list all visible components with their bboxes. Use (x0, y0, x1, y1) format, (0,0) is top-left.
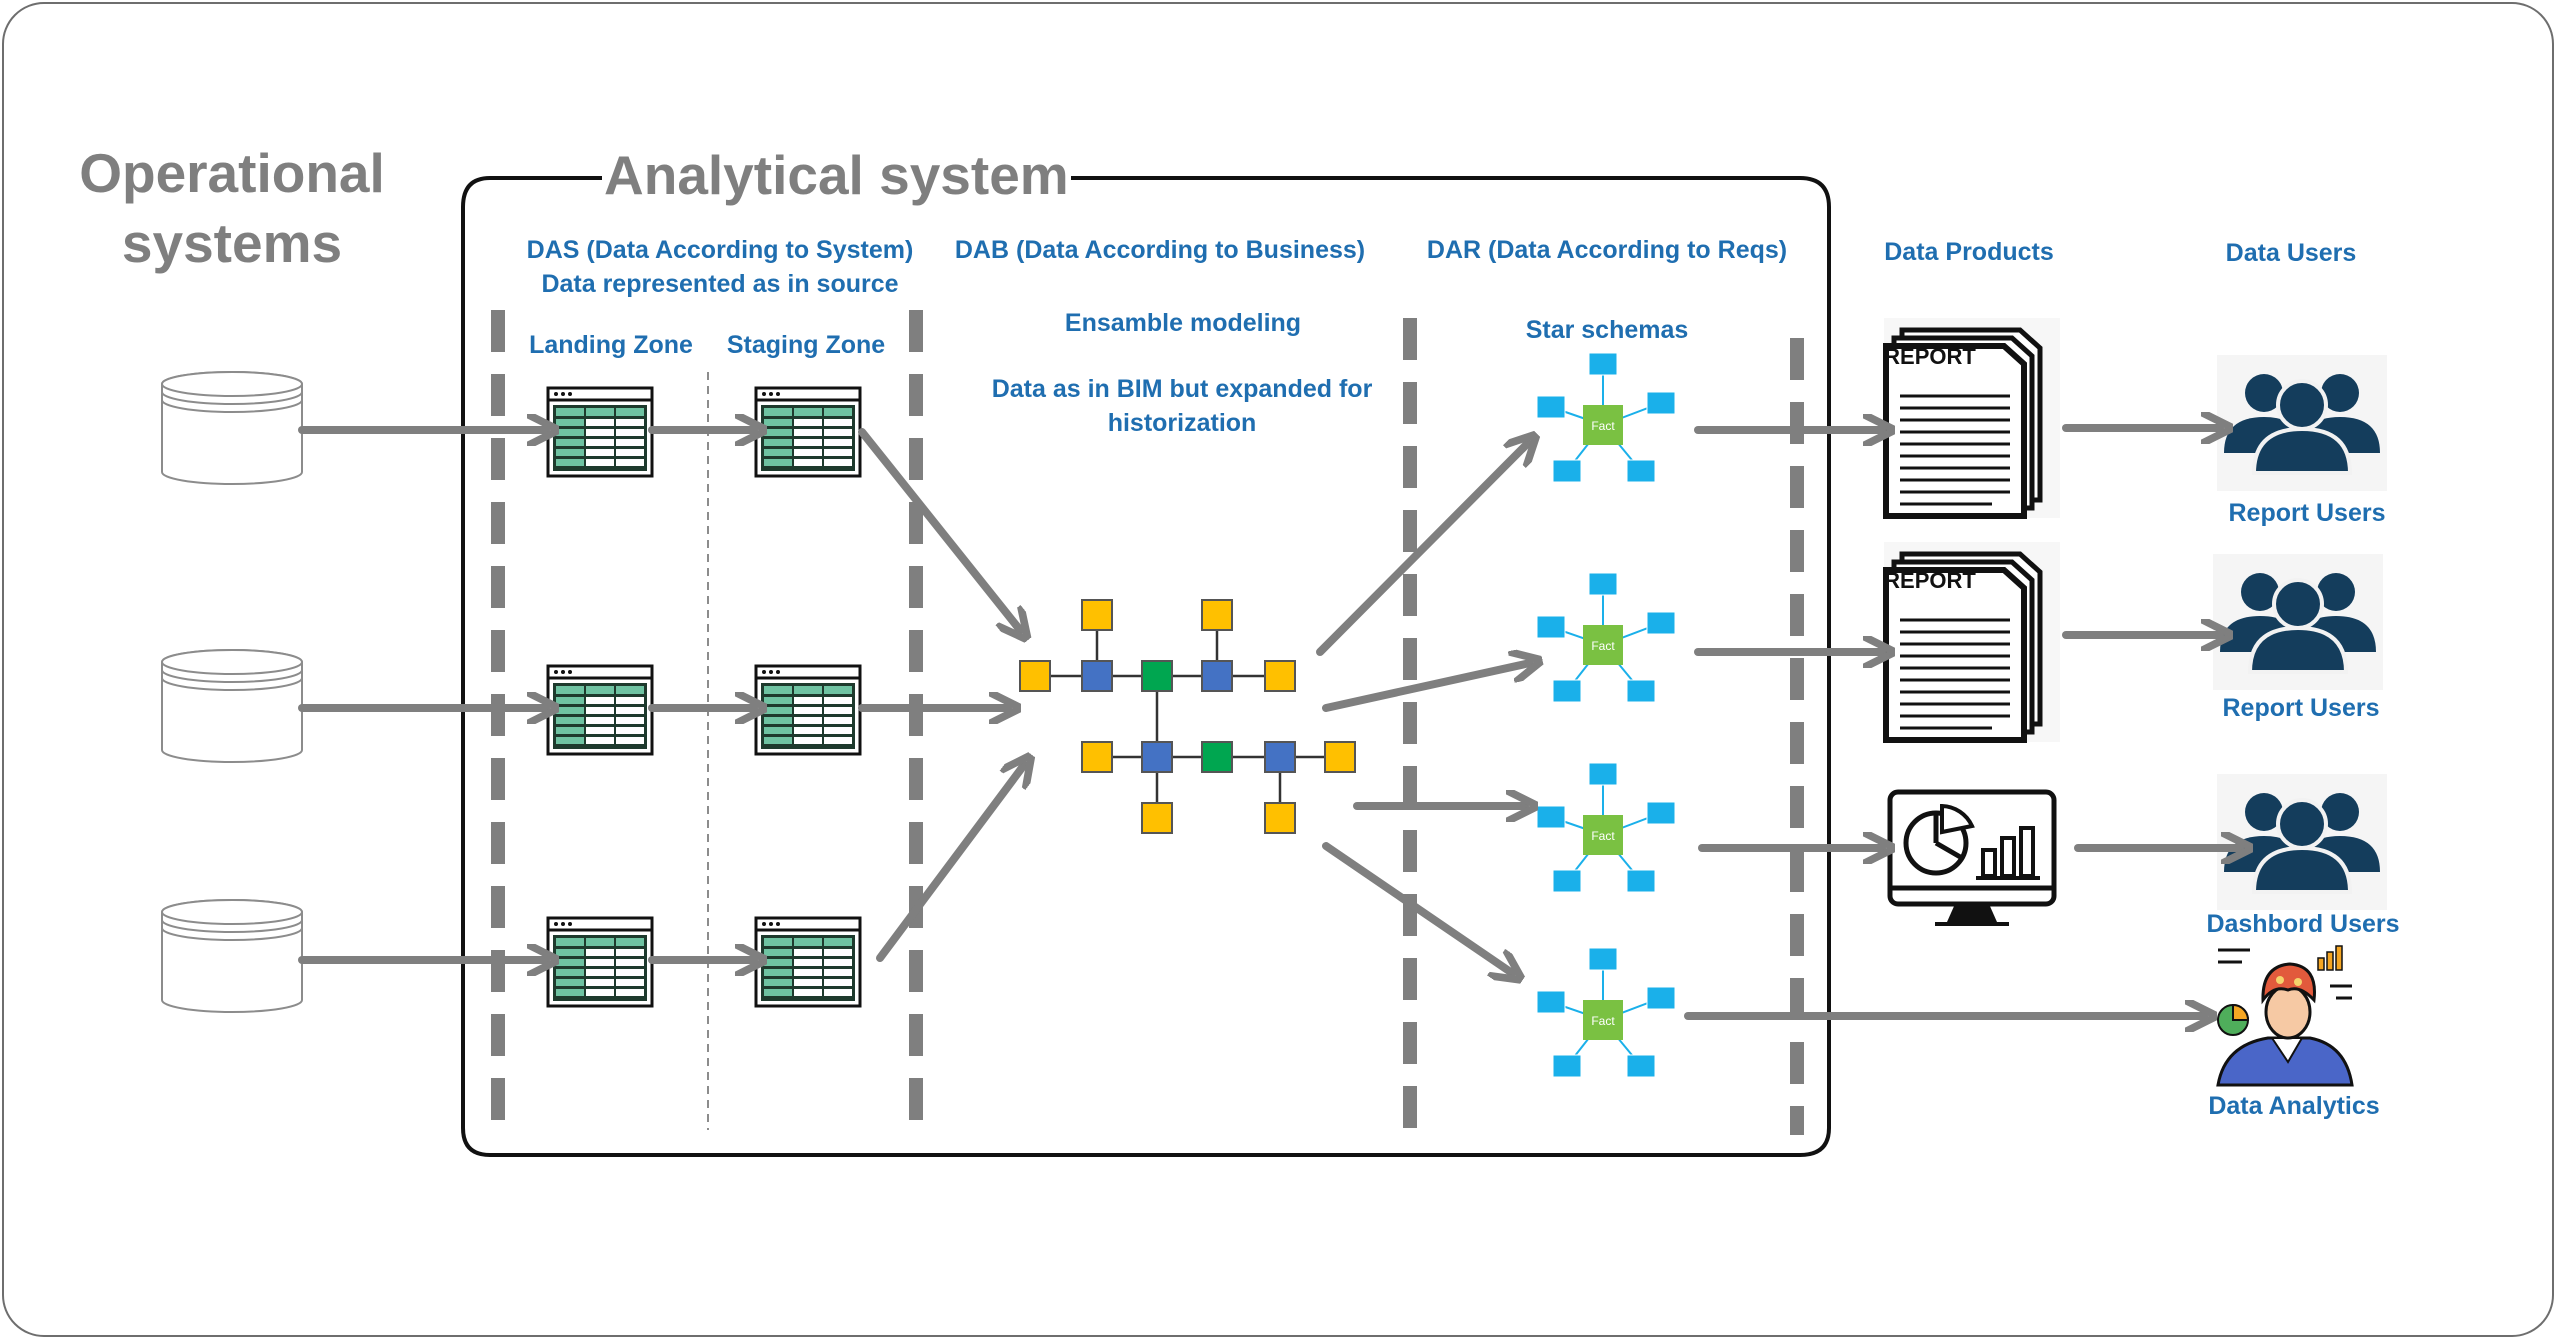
analytical-system-box (461, 176, 1831, 1157)
data-analytics-icon (2216, 945, 2354, 1087)
dar-title: DAR (Data According to Reqs) (1426, 236, 1788, 264)
staging-table-icon (754, 916, 862, 1008)
dab-description: Data as in BIM but expanded for historiz… (992, 372, 1373, 440)
landing-table-icon (546, 664, 654, 756)
dashboard-icon (1887, 789, 2057, 926)
staging-table-icon (754, 664, 862, 756)
landing-table-icon (546, 386, 654, 478)
data-analytics-label: Data Analytics (2208, 1092, 2380, 1120)
report-users-label: Report Users (2222, 694, 2380, 722)
report-users-icon (2215, 353, 2389, 493)
fact-label: Fact (1591, 639, 1615, 653)
fact-label: Fact (1591, 419, 1615, 433)
database-icon (161, 649, 303, 763)
flow-arrows (298, 428, 2240, 1016)
dashboard-users-icon (2215, 772, 2389, 912)
operational-title-line1: Operational (79, 142, 385, 204)
fact-label: Fact (1591, 1014, 1615, 1028)
landing-zone-label: Landing Zone (529, 331, 693, 359)
operational-title-line2: systems (121, 212, 343, 274)
ensemble-model-diagram (1019, 599, 1356, 834)
database-icon (161, 899, 303, 1013)
das-title: DAS (Data According to System) (526, 236, 914, 264)
dab-desc-line2: historization (1107, 409, 1257, 437)
report-users-label: Report Users (2228, 499, 2386, 527)
data-products-title: Data Products (1884, 238, 2054, 266)
das-subtitle: Data represented as in source (541, 270, 899, 298)
data-users-title: Data Users (2225, 239, 2357, 267)
zone-separators (491, 310, 1804, 1135)
fact-label: Fact (1591, 829, 1615, 843)
star-schemas-label: Star schemas (1525, 316, 1689, 344)
analytical-system-title: Analytical system (602, 140, 1071, 210)
operational-systems-title: Operational systems (79, 138, 385, 278)
landing-table-icon (546, 916, 654, 1008)
das-header: DAS (Data According to System) Data repr… (527, 233, 914, 301)
star-schema-icon (1536, 572, 1676, 703)
dashboard-users-label: Dashbord Users (2206, 910, 2400, 938)
database-icon (161, 371, 303, 485)
ensemble-modeling-label: Ensamble modeling (1064, 309, 1302, 337)
report-label: REPORT (1884, 344, 1976, 369)
dab-desc-line1: Data as in BIM but expanded for (991, 375, 1373, 403)
staging-zone-label: Staging Zone (726, 331, 886, 359)
staging-table-icon (754, 386, 862, 478)
report-users-icon (2211, 552, 2385, 692)
star-schema-icon (1536, 352, 1676, 483)
star-schema-icon (1536, 947, 1676, 1078)
star-schema-icon (1536, 762, 1676, 893)
report-label: REPORT (1884, 568, 1976, 593)
dab-title: DAB (Data According to Business) (954, 236, 1366, 264)
